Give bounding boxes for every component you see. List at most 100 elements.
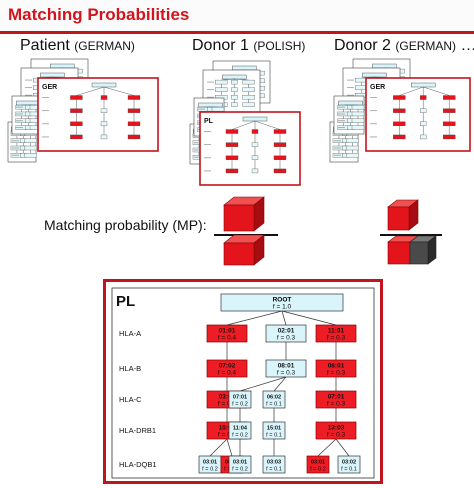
allele-node: 11:01f = 0.3 bbox=[315, 324, 357, 343]
mini-node bbox=[351, 118, 365, 123]
patient-name: Patient bbox=[20, 37, 70, 54]
front-card: GER bbox=[37, 77, 159, 152]
tree-edge bbox=[317, 438, 337, 457]
allele-label: 07:02 bbox=[219, 363, 236, 370]
allele-node: 02:01f = 0.3 bbox=[265, 324, 307, 343]
allele-node: 15:01f = 0.1 bbox=[262, 421, 286, 440]
mini-node bbox=[242, 87, 255, 92]
card-label: PL bbox=[204, 118, 214, 125]
title-bar bbox=[0, 0, 474, 34]
allele-label: 07:01 bbox=[233, 395, 247, 401]
mini-node bbox=[443, 121, 456, 126]
mini-node bbox=[420, 134, 427, 140]
allele-frequency: f = 0.4 bbox=[218, 432, 237, 439]
locus-label: HLA-A bbox=[119, 329, 141, 338]
allele-label: 03:02 bbox=[342, 460, 356, 466]
mini-node bbox=[351, 125, 365, 130]
allele-frequency: f = 0.3 bbox=[277, 335, 296, 342]
allele-box bbox=[262, 455, 286, 474]
back-card bbox=[202, 69, 261, 113]
allele-label: 03:01 bbox=[311, 460, 325, 466]
mini-root bbox=[40, 72, 65, 78]
locus-label: HLA-C bbox=[119, 395, 142, 404]
patient-heading: Patient (GERMAN) bbox=[20, 37, 135, 55]
mini-node bbox=[231, 95, 238, 100]
patient-population: (GERMAN) bbox=[74, 39, 135, 53]
tree-edge bbox=[209, 438, 228, 457]
front-card: GER bbox=[365, 77, 471, 152]
allele-frequency: f = 0.1 bbox=[266, 402, 282, 408]
allele-frequency: f = 0.1 bbox=[266, 433, 282, 439]
allele-frequency: f = 0.2 bbox=[310, 467, 326, 473]
allele-label: 03:03 bbox=[267, 460, 281, 466]
allele-node: 07:01f = 0.2 bbox=[228, 390, 252, 409]
mini-node bbox=[24, 153, 37, 158]
pl-tree-diagram: PL ROOT f = 1.0 HLA-AHLA-BHLA-CHLA-DRB1H… bbox=[103, 279, 383, 484]
mini-node bbox=[127, 108, 141, 113]
allele-label: 15:01 bbox=[267, 426, 281, 432]
mini-node bbox=[225, 129, 239, 134]
tree-edge bbox=[273, 376, 287, 392]
allele-node: 11:04f = 0.2 bbox=[228, 421, 252, 440]
locus-label: HLA-DQB1 bbox=[119, 460, 157, 469]
donor2-population: (GERMAN) bbox=[395, 39, 457, 53]
mini-node bbox=[443, 134, 456, 140]
allele-box bbox=[206, 324, 248, 343]
mini-root bbox=[338, 100, 363, 106]
mini-node bbox=[242, 102, 255, 107]
tree-edge bbox=[281, 310, 337, 326]
tree-nodes: 01:01f = 0.402:01f = 0.311:01f = 0.307:0… bbox=[198, 324, 361, 474]
card-label: GER bbox=[42, 84, 57, 91]
mini-node bbox=[242, 95, 255, 100]
mini-node bbox=[24, 145, 37, 151]
allele-node: 07:01f = 0.3 bbox=[315, 390, 357, 409]
diagram-panel bbox=[111, 287, 375, 479]
allele-node: 01:01f = 0.4 bbox=[206, 324, 248, 343]
mini-node bbox=[251, 168, 259, 174]
mp-fractions bbox=[214, 196, 442, 266]
allele-node: 03:02f = 0.1 bbox=[337, 455, 361, 474]
mini-edge bbox=[254, 120, 281, 130]
mini-edge bbox=[103, 86, 135, 96]
allele-box bbox=[315, 390, 357, 409]
locus-label: HLA-B bbox=[119, 364, 141, 373]
allele-frequency: f = 0.4 bbox=[218, 335, 237, 342]
allele-frequency: f = 0.1 bbox=[266, 467, 282, 473]
mini-node bbox=[351, 104, 365, 110]
mini-node bbox=[70, 95, 83, 100]
allele-frequency: f = 0.4 bbox=[218, 401, 237, 408]
mini-node bbox=[242, 79, 255, 85]
mini-node bbox=[346, 145, 359, 151]
mini-edge bbox=[76, 86, 105, 96]
thumbnail-stacks: TRRUSGER TRRUSPL TRRUSGER bbox=[7, 58, 471, 186]
numerator-cube bbox=[387, 199, 419, 231]
mini-node bbox=[273, 155, 287, 160]
tree-edge bbox=[239, 376, 287, 392]
mini-root bbox=[16, 100, 41, 106]
donor2-tree-stack: TRRUSGER bbox=[329, 58, 471, 163]
allele-node: 13:03f = 0.3 bbox=[315, 421, 357, 440]
patient-tree-stack: TRRUSGER bbox=[7, 58, 159, 163]
page-title: Matching Probabilities bbox=[8, 5, 190, 24]
allele-frequency: f = 0.2 bbox=[232, 433, 248, 439]
allele-frequency: f = 0.3 bbox=[327, 335, 346, 342]
mini-node bbox=[420, 108, 427, 113]
mini-node bbox=[443, 108, 456, 113]
donor1-mp-fraction bbox=[214, 196, 278, 266]
allele-frequency: f = 0.2 bbox=[232, 467, 248, 473]
allele-frequency: f = 0.3 bbox=[327, 370, 346, 377]
mini-node bbox=[420, 95, 427, 100]
allele-label: 03:01 bbox=[233, 460, 247, 466]
allele-label: 11:01 bbox=[328, 328, 345, 335]
allele-label: 03:01 bbox=[203, 460, 217, 466]
mini-node bbox=[231, 87, 238, 92]
side-card: RUS bbox=[333, 95, 365, 135]
donor1-heading: Donor 1 (POLISH) bbox=[192, 37, 305, 55]
mini-root bbox=[91, 82, 117, 88]
mini-node bbox=[70, 134, 83, 140]
mini-node bbox=[346, 153, 359, 158]
allele-box bbox=[265, 324, 307, 343]
mini-root bbox=[232, 65, 257, 71]
tree-edges bbox=[209, 310, 350, 457]
